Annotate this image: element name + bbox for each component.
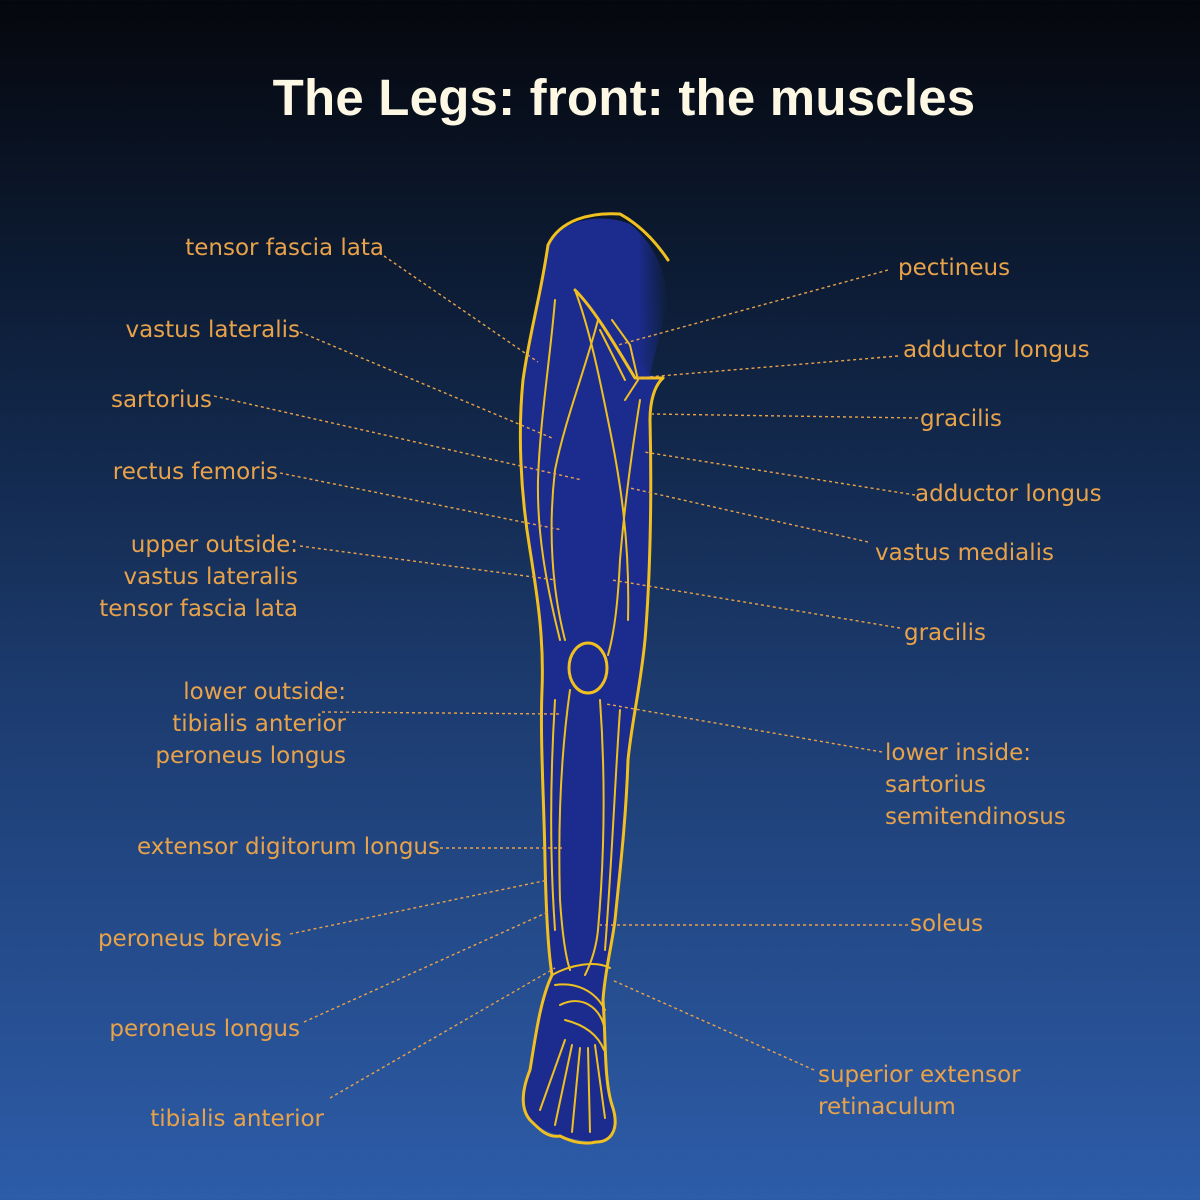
leader-tibialis-anterior — [329, 967, 556, 1099]
leader-gracilis-2 — [611, 579, 901, 629]
label-soleus: soleus — [910, 911, 984, 937]
toe-tendon — [587, 1047, 591, 1133]
label-lower-outside: lower outside: tibialis anterior peroneu… — [155, 679, 346, 769]
label-lower-inside: lower inside: sartorius semitendinosus — [885, 740, 1066, 830]
muscle-line — [599, 329, 626, 381]
toe-tendon — [594, 1044, 606, 1119]
leader-gracilis-1 — [651, 413, 919, 419]
leader-lower-inside — [605, 703, 883, 753]
muscle-line — [604, 709, 621, 951]
label-peroneus-brevis: peroneus brevis — [97, 926, 282, 952]
hip-arc — [546, 212, 670, 262]
leader-sartorius — [213, 395, 583, 481]
leader-pectineus — [617, 269, 889, 346]
muscle-line — [584, 699, 605, 976]
leader-lines-right — [600, 269, 919, 1071]
label-tensor-fascia-lata: tensor fascia lata — [185, 235, 384, 261]
leg-outline — [518, 212, 670, 1145]
leader-adductor-longus-2 — [643, 451, 916, 496]
retinaculum — [564, 1019, 605, 1051]
label-adductor-longus-1: adductor longus — [903, 337, 1090, 363]
label-gracilis-2: gracilis — [904, 620, 986, 646]
retinaculum — [551, 963, 611, 976]
toe-tendon — [539, 1039, 566, 1111]
leader-adductor-longus-1 — [635, 355, 899, 379]
leader-vastus-lateralis — [299, 331, 553, 439]
muscle-line — [550, 319, 599, 641]
label-vastus-medialis: vastus medialis — [875, 540, 1054, 566]
label-peroneus-longus: peroneus longus — [109, 1016, 300, 1042]
leader-tensor-fascia-lata — [383, 255, 539, 363]
label-pectineus: pectineus — [898, 255, 1011, 281]
leader-lower-outside — [321, 711, 561, 715]
leader-peroneus-longus — [303, 911, 549, 1023]
leader-upper-outside — [299, 545, 557, 581]
label-gracilis-1: gracilis — [920, 406, 1002, 432]
muscle-line — [607, 399, 641, 656]
label-tibialis-anterior: tibialis anterior — [150, 1106, 324, 1132]
muscle-line — [611, 319, 640, 401]
toe-tendon — [554, 1044, 573, 1126]
toe-tendon — [571, 1047, 581, 1133]
foot-contour — [521, 973, 617, 1145]
leader-lines-left — [213, 255, 583, 1099]
lateral-contour — [518, 243, 554, 977]
muscle-line — [550, 699, 556, 931]
label-vastus-lateralis: vastus lateralis — [125, 317, 300, 343]
leader-rectus-femoris — [279, 472, 563, 531]
muscle-line — [574, 289, 630, 621]
label-extensor-digitorum-longus: extensor digitorum longus — [137, 834, 440, 860]
muscle-line — [536, 299, 561, 641]
leader-superior-extensor-retinaculum — [611, 979, 815, 1071]
label-superior-extensor-retinaculum: superior extensor retinaculum — [818, 1062, 1021, 1120]
groin-line — [573, 288, 665, 380]
leader-peroneus-brevis — [289, 879, 549, 935]
muscle-line — [558, 689, 571, 971]
label-sartorius: sartorius — [110, 387, 212, 413]
label-adductor-longus-2: adductor longus — [915, 481, 1102, 507]
label-upper-outside: upper outside: vastus lateralis tensor f… — [99, 532, 298, 622]
leader-vastus-medialis — [629, 487, 869, 543]
label-rectus-femoris: rectus femoris — [112, 459, 278, 485]
medial-contour — [601, 376, 665, 1002]
kneecap — [567, 641, 609, 695]
diagram-title: The Legs: front: the muscles — [272, 69, 976, 126]
